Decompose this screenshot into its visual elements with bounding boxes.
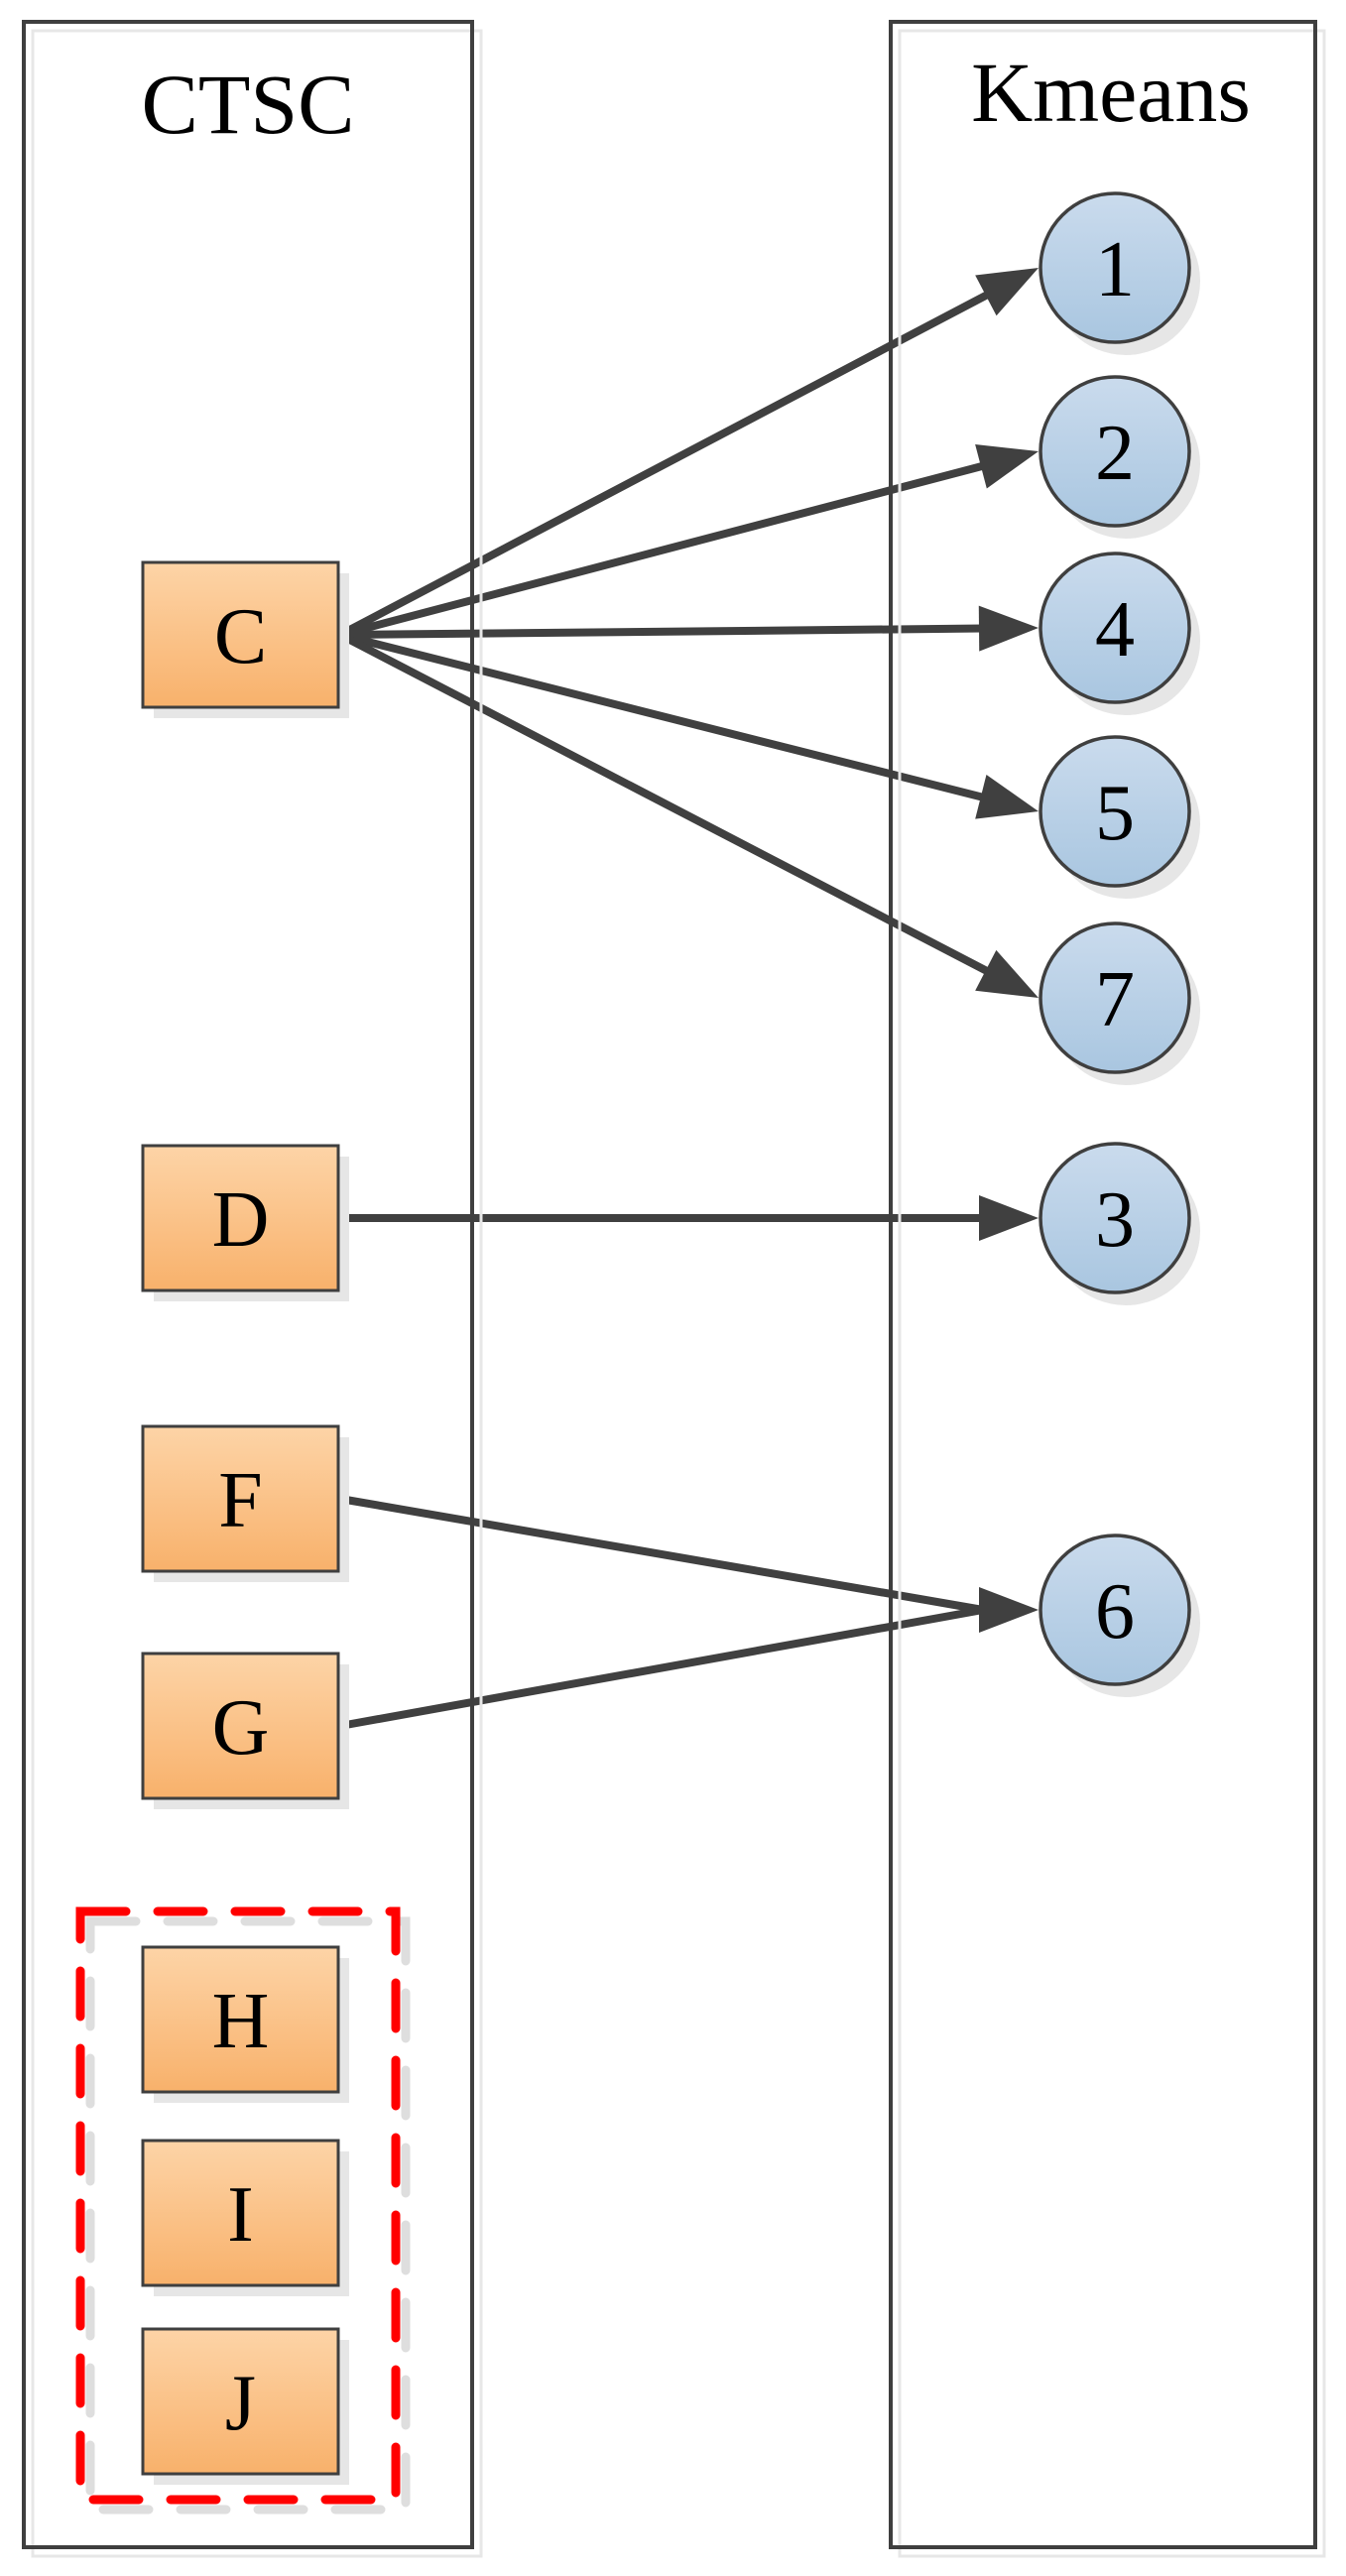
kmeans-cluster-circle-7	[1039, 921, 1191, 1074]
box-label-C: C	[214, 593, 267, 680]
circle-label-1: 1	[1095, 226, 1135, 313]
kmeans-cluster-circle-4	[1039, 552, 1191, 704]
group-outline-shadow	[85, 1916, 411, 2515]
kmeans-circles-layer: 1 2 4 5 7 3 6	[1039, 191, 1200, 1697]
edge-G-6	[339, 1606, 984, 1730]
edge-F-6	[339, 1495, 984, 1614]
circle-label-3: 3	[1095, 1176, 1135, 1264]
box-label-D: D	[212, 1176, 270, 1264]
arrowhead-to-4	[978, 605, 1039, 652]
panel-shadow-ctsc	[31, 29, 483, 2558]
arrowhead-to-3	[979, 1195, 1039, 1241]
circle-label-2: 2	[1095, 410, 1135, 497]
ctsc-cluster-box-J	[141, 2327, 340, 2476]
edge-C-2	[338, 461, 986, 639]
panel-ctsc	[22, 20, 474, 2549]
circle-label-7: 7	[1095, 956, 1135, 1043]
edge-C-5	[339, 631, 986, 802]
edges-layer	[338, 268, 1039, 1730]
ctsc-cluster-box-H	[141, 1945, 340, 2094]
kmeans-cluster-circle-1	[1039, 191, 1191, 344]
panel-kmeans	[889, 20, 1317, 2549]
box-label-H: H	[212, 1978, 270, 2065]
edge-C-1	[338, 290, 992, 639]
group-outline-dashed-red	[75, 1906, 401, 2505]
arrowhead-to-7	[975, 949, 1039, 998]
kmeans-cluster-circle-2	[1039, 375, 1191, 528]
arrowhead-to-1	[975, 268, 1039, 316]
arrowhead-to-2	[975, 444, 1039, 489]
unmatched-group-outline	[75, 1906, 411, 2515]
kmeans-cluster-circle-3	[1039, 1142, 1191, 1294]
ctsc-cluster-box-F	[141, 1424, 340, 1573]
circle-label-6: 6	[1095, 1568, 1135, 1656]
box-label-F: F	[218, 1457, 263, 1544]
edge-C-4	[339, 624, 984, 639]
circle-label-4: 4	[1095, 586, 1135, 674]
ctsc-cluster-box-G	[141, 1652, 340, 1800]
kmeans-cluster-circle-5	[1039, 735, 1191, 888]
panels-layer: CTSC Kmeans	[22, 20, 1326, 2558]
panel-title-kmeans: Kmeans	[971, 45, 1251, 140]
ctsc-cluster-box-I	[141, 2139, 340, 2287]
box-label-J: J	[225, 2360, 256, 2447]
arrowhead-to-5	[975, 774, 1039, 819]
ctsc-cluster-box-D	[141, 1144, 340, 1292]
panel-shadow-kmeans	[898, 29, 1326, 2558]
kmeans-cluster-circle-6	[1039, 1533, 1191, 1686]
panel-title-ctsc: CTSC	[141, 57, 354, 152]
edge-C-7	[338, 631, 992, 976]
arrowhead-to-6	[979, 1587, 1039, 1633]
ctsc-cluster-box-C	[141, 560, 340, 709]
circle-label-5: 5	[1095, 770, 1135, 857]
box-label-G: G	[212, 1684, 270, 1772]
box-label-I: I	[227, 2171, 254, 2259]
ctsc-boxes-layer: C D F G H I J	[141, 560, 349, 2485]
